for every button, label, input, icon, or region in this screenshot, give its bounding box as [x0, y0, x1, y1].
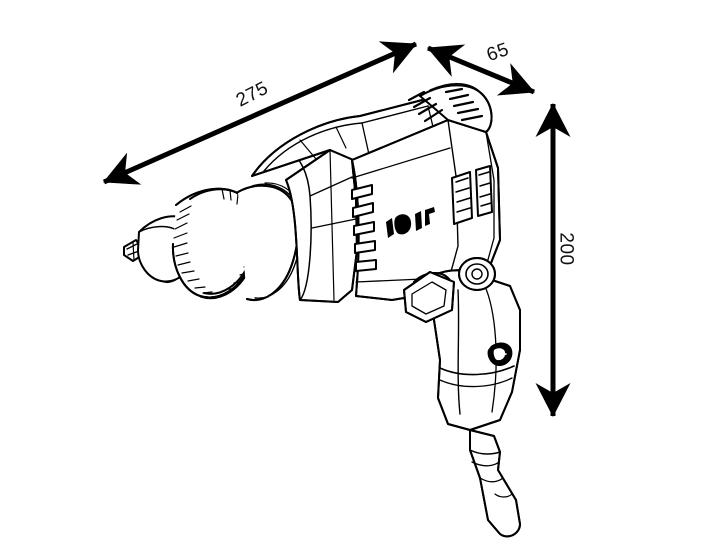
dimension-arrow-width — [427, 44, 535, 96]
right-vent-grille — [451, 165, 493, 225]
dimension-label-height: 200 — [555, 232, 577, 266]
dimension-arrow-length — [102, 41, 418, 185]
brand-marking-icon — [386, 207, 435, 238]
side-vents-icon — [351, 184, 377, 272]
handle-emblem-icon — [487, 342, 513, 366]
handle — [431, 269, 521, 431]
lock-button-icon — [458, 257, 496, 291]
handle-yoke — [403, 271, 455, 323]
power-cord — [469, 429, 521, 538]
